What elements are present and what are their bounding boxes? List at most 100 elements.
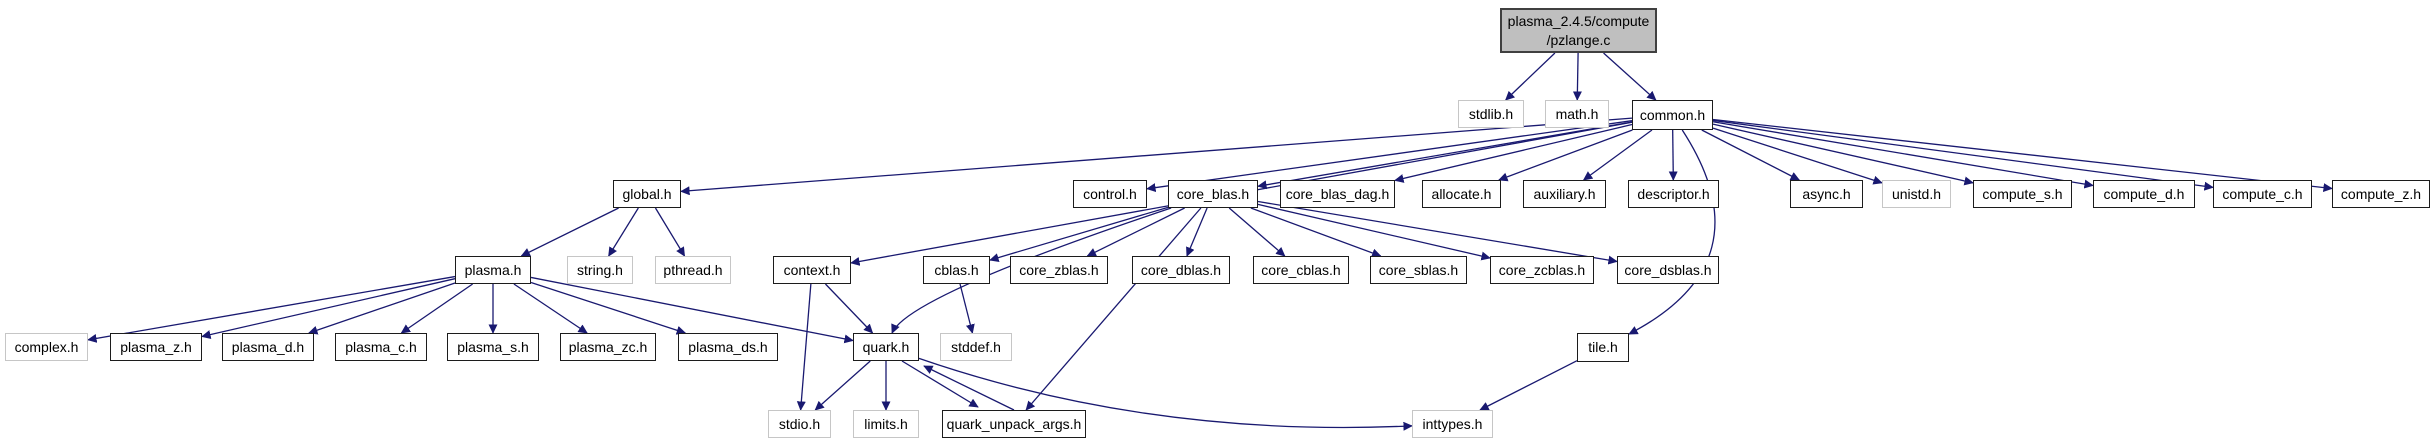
node-core-blas-h[interactable]: core_blas.h [1168,180,1258,208]
node-label: stdlib.h [1468,105,1514,122]
node-allocate-h[interactable]: allocate.h [1422,180,1501,208]
edge-pzlange-c-to-math-h [1572,52,1582,101]
node-label: plasma_c.h [345,338,417,355]
node-limits-h: limits.h [853,410,919,438]
node-core-zcblas-h[interactable]: core_zcblas.h [1490,256,1594,284]
edge-common-h-to-auxiliary-h [1582,129,1653,181]
edge-common-h-to-allocate-h [1498,129,1633,182]
edge-global-h-to-string-h [608,207,639,257]
node-core-zblas-h[interactable]: core_zblas.h [1010,256,1108,284]
node-stdio-h: stdio.h [768,410,831,438]
node-label: control.h [1083,185,1137,202]
node-plasma-h[interactable]: plasma.h [455,256,531,284]
edge-common-h-to-descriptor-h [1668,129,1678,181]
node-core-sblas-h[interactable]: core_sblas.h [1370,256,1467,284]
edge-common-h-to-core-blas-dag-h [1394,123,1633,183]
node-tile-h[interactable]: tile.h [1577,333,1629,362]
node-unistd-h: unistd.h [1882,180,1951,208]
node-label: plasma_d.h [231,338,305,355]
node-label: core_cblas.h [1261,261,1341,278]
node-plasma-zc-h[interactable]: plasma_zc.h [560,333,656,361]
node-plasma-ds-h[interactable]: plasma_ds.h [678,333,778,361]
edge-core-blas-h-to-core-dblas-h [1186,207,1208,257]
node-core-dsblas-h[interactable]: core_dsblas.h [1617,256,1719,284]
edge-pzlange-c-to-stdlib-h [1505,52,1556,101]
node-label: pthread.h [663,261,723,278]
edge-common-h-to-control-h [1146,120,1633,193]
node-quark-h[interactable]: quark.h [853,333,919,361]
node-label: core_sblas.h [1378,261,1459,278]
node-plasma-s-h[interactable]: plasma_s.h [447,333,539,361]
node-label: core_zcblas.h [1498,261,1586,278]
edge-plasma-h-to-plasma-z-h [201,278,456,339]
node-stdlib-h: stdlib.h [1458,100,1524,128]
node-async-h[interactable]: async.h [1790,180,1863,208]
node-descriptor-h[interactable]: descriptor.h [1628,180,1719,208]
node-core-blas-dag-h[interactable]: core_blas_dag.h [1280,180,1395,208]
edge-core-blas-h-to-core-zcblas-h [1257,203,1491,261]
edge-core-blas-h-to-quark-unpack-args-h [1025,207,1202,411]
node-label: compute_c.h [2222,185,2303,202]
node-label: compute_s.h [1982,185,2063,202]
edge-global-h-to-plasma-h [520,207,619,257]
edge-plasma-h-to-quark-h [530,276,854,344]
node-compute-c-h[interactable]: compute_c.h [2213,180,2312,208]
node-label: tile.h [1588,339,1618,356]
node-string-h: string.h [567,256,633,284]
edge-common-h-to-core-blas-h [1257,121,1633,190]
node-context-h[interactable]: context.h [773,256,851,284]
node-label: plasma_2.4.5/compute /pzlange.c [1507,13,1650,48]
node-plasma-c-h[interactable]: plasma_c.h [335,333,427,361]
node-core-cblas-h[interactable]: core_cblas.h [1253,256,1349,284]
edge-plasma-h-to-plasma-d-h [308,282,456,335]
edge-quark-h-to-stdio-h [814,360,871,411]
node-label: core_blas.h [1176,185,1250,202]
node-label: complex.h [14,338,79,355]
edge-common-h-to-async-h [1701,129,1801,181]
node-compute-z-h[interactable]: compute_z.h [2332,180,2430,208]
edge-core-blas-h-to-core-dsblas-h [1257,200,1618,265]
node-label: string.h [577,261,623,278]
node-label: cblas.h [934,261,979,278]
node-plasma-d-h[interactable]: plasma_d.h [222,333,314,361]
edge-common-h-to-compute-s-h [1712,123,1974,186]
node-label: async.h [1802,185,1851,202]
edge-core-blas-h-to-cblas-h [989,206,1169,262]
node-label: compute_z.h [2340,185,2422,202]
node-global-h[interactable]: global.h [613,180,681,208]
node-compute-s-h[interactable]: compute_s.h [1973,180,2072,208]
node-inttypes-h: inttypes.h [1412,410,1493,438]
node-control-h[interactable]: control.h [1073,180,1147,208]
node-math-h: math.h [1545,100,1609,128]
node-label: global.h [622,185,672,202]
edge-context-h-to-stdio-h [796,283,812,411]
node-label: core_blas_dag.h [1285,185,1390,202]
node-pzlange-c: plasma_2.4.5/compute /pzlange.c [1500,8,1657,53]
node-common-h[interactable]: common.h [1632,100,1713,130]
node-label: plasma.h [464,261,522,278]
node-label: plasma_s.h [457,338,529,355]
node-label: descriptor.h [1637,185,1710,202]
node-plasma-z-h[interactable]: plasma_z.h [110,333,202,361]
edge-tile-h-to-inttypes-h [1479,360,1578,411]
edge-cblas-h-to-stddef-h [959,283,975,334]
node-label: core_dblas.h [1140,261,1222,278]
edge-common-h-to-tile-h [1628,129,1716,335]
node-label: unistd.h [1891,185,1942,202]
edge-pzlange-c-to-common-h [1603,52,1657,101]
node-label: quark_unpack_args.h [946,415,1082,432]
edge-core-blas-h-to-core-sblas-h [1250,207,1382,258]
node-label: stddef.h [951,338,1001,355]
node-pthread-h: pthread.h [655,256,731,284]
node-auxiliary-h[interactable]: auxiliary.h [1523,180,1606,208]
node-label: inttypes.h [1422,415,1483,432]
edge-common-h-to-unistd-h [1712,127,1883,185]
node-label: context.h [783,261,841,278]
node-label: common.h [1639,106,1706,123]
node-quark-unpack-args-h[interactable]: quark_unpack_args.h [942,410,1086,438]
node-label: stdio.h [778,415,821,432]
node-cblas-h[interactable]: cblas.h [923,256,990,284]
node-core-dblas-h[interactable]: core_dblas.h [1132,256,1230,284]
node-compute-d-h[interactable]: compute_d.h [2093,180,2195,208]
